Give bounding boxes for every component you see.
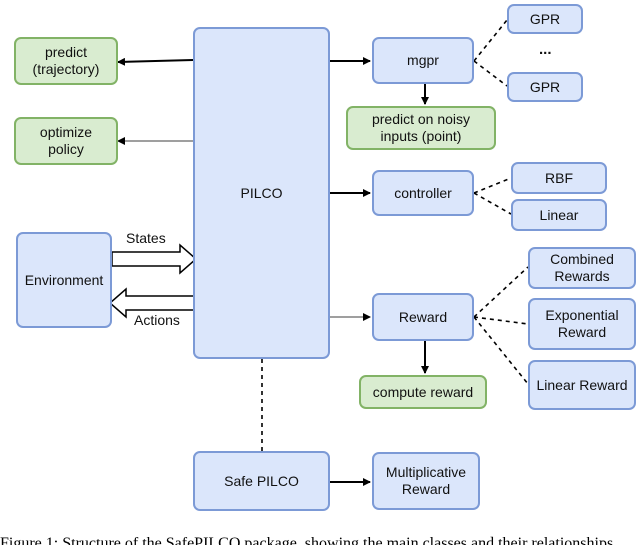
dashed-controller-to-linear [473,192,512,215]
dashed-mgpr-to-gpr-top [473,19,508,62]
optimize-policy-node: optimize policy [14,117,118,165]
dashed-reward-to-combined [473,266,529,318]
environment-node: Environment [16,232,112,328]
pilco-node: PILCO [193,27,330,359]
reward-node: Reward [372,293,474,341]
controller-node: controller [372,170,474,216]
figure-caption: Figure 1: Structure of the SafePILCO pac… [0,535,618,545]
gpr-ellipsis: ... [539,41,552,58]
linear-node: Linear [511,199,607,231]
states-label: States [126,230,166,246]
exponential-reward-node: Exponential Reward [528,298,636,350]
actions-label: Actions [134,312,180,328]
dashed-mgpr-to-gpr-bottom [473,60,508,87]
safe-pilco-node: Safe PILCO [193,451,330,511]
combined-rewards-node: Combined Rewards [528,247,636,289]
mgpr-node: mgpr [372,37,474,84]
multiplicative-reward-node: Multiplicative Reward [372,452,480,510]
gpr-top-node: GPR [507,4,583,34]
compute-reward-node: compute reward [359,375,487,409]
actions-arrow [108,287,195,319]
predict-trajectory-node: predict (trajectory) [14,37,118,85]
states-arrow [111,243,198,275]
predict-noisy-inputs-node: predict on noisy inputs (point) [346,106,496,150]
dashed-reward-to-exponential [473,316,529,325]
rbf-node: RBF [511,162,607,194]
linear-reward-node: Linear Reward [528,360,636,410]
dashed-reward-to-linear-reward [473,316,529,385]
edge-pilco-to-predict-trajectory [117,57,194,66]
dashed-controller-to-rbf [473,177,512,194]
gpr-bottom-node: GPR [507,72,583,102]
